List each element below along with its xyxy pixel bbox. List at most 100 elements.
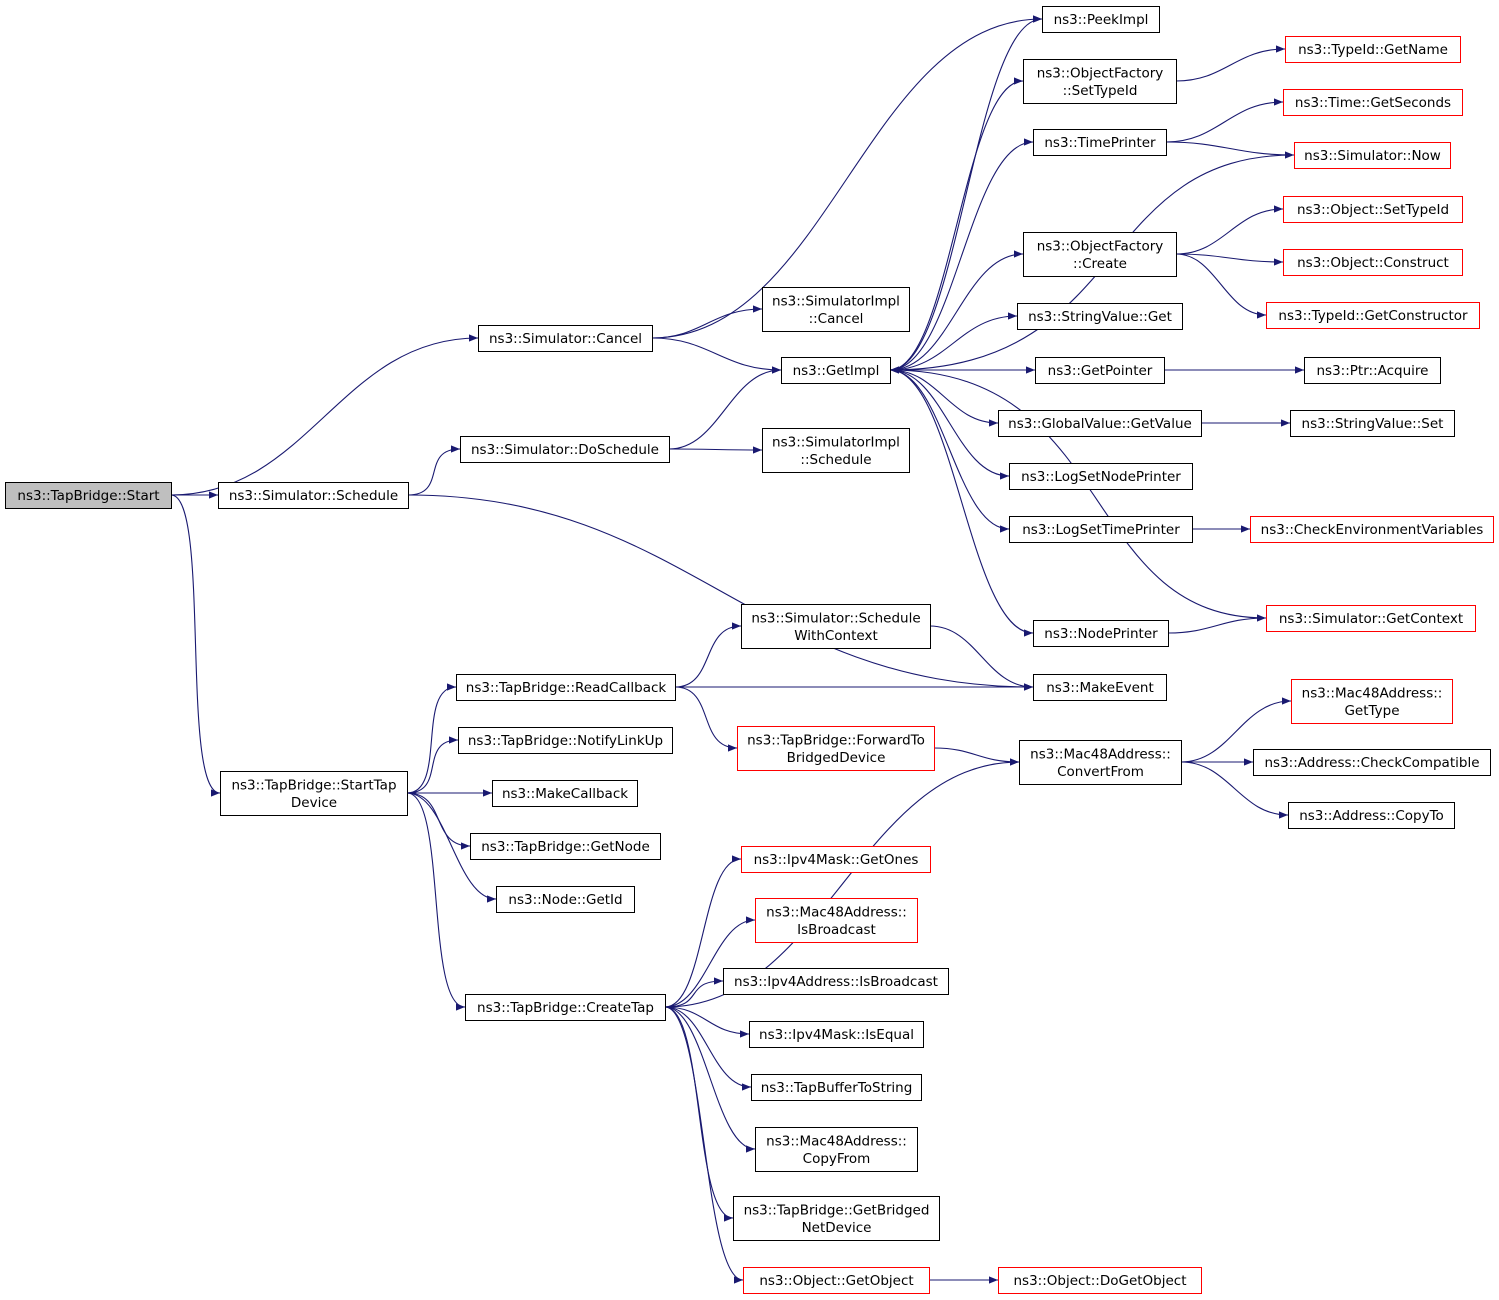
node-ptracquire[interactable]: ns3::Ptr::Acquire [1304,357,1441,384]
node-peekimpl[interactable]: ns3::PeekImpl [1042,6,1160,33]
node-dosched[interactable]: ns3::Simulator::DoSchedule [460,436,670,463]
edge-line [889,77,1024,371]
node-copyfrom[interactable]: ns3::Mac48Address::CopyFrom [755,1127,918,1172]
edge-line [889,312,1018,371]
edge-line [664,1006,756,1153]
node-box [1283,249,1463,276]
edge-line [889,369,1010,480]
node-gvget[interactable]: ns3::GlobalValue::GetValue [998,410,1202,437]
node-makecb[interactable]: ns3::MakeCallback [492,780,638,807]
node-readcb[interactable]: ns3::TapBridge::ReadCallback [456,674,676,701]
node-objconstruct[interactable]: ns3::Object::Construct [1283,249,1463,276]
node-box [751,1074,922,1101]
node-ipv4bcast[interactable]: ns3::Ipv4Address::IsBroadcast [723,968,949,995]
node-typegetctor[interactable]: ns3::TypeId::GetConstructor [1266,302,1480,329]
edge-line [406,792,466,1011]
node-typegetname[interactable]: ns3::TypeId::GetName [1285,36,1461,63]
node-getptr[interactable]: ns3::GetPointer [1035,357,1165,384]
edge-getimpl-to-lognode [889,369,1010,480]
node-box [1288,802,1455,829]
node-svget[interactable]: ns3::StringValue::Get [1017,303,1183,330]
node-label: ns3::MakeEvent [1046,680,1154,696]
edge-line [1175,253,1267,319]
node-box [456,674,676,701]
node-box [1033,129,1167,156]
node-simimplsched[interactable]: ns3::SimulatorImpl::Schedule [762,428,910,473]
node-box [1023,59,1177,104]
node-dogetobject[interactable]: ns3::Object::DoGetObject [998,1267,1202,1294]
edge-getimpl-to-ofsettype [889,77,1024,371]
node-label: ns3::Simulator::DoSchedule [471,442,659,458]
node-label: ns3::StringValue::Get [1028,309,1172,325]
node-getnode[interactable]: ns3::TapBridge::GetNode [470,833,661,860]
node-getid[interactable]: ns3::Node::GetId [496,886,635,913]
node-sched[interactable]: ns3::Simulator::Schedule [218,482,409,509]
node-label: ns3::TapBridge::CreateTap [477,1000,654,1016]
node-start[interactable]: ns3::TapBridge::Start [5,482,172,509]
node-cancel[interactable]: ns3::Simulator::Cancel [478,325,653,352]
edge-dosched-to-getimpl [668,366,782,450]
edge-line [889,366,1267,619]
node-nodeprinter[interactable]: ns3::NodePrinter [1033,620,1169,647]
node-label: ns3::StringValue::Set [1302,416,1444,432]
node-getimpl[interactable]: ns3::GetImpl [781,357,891,384]
node-timeprinter[interactable]: ns3::TimePrinter [1033,129,1167,156]
node-label: ns3::TapBufferToString [761,1080,913,1096]
node-isequal[interactable]: ns3::Ipv4Mask::IsEqual [749,1021,924,1048]
node-box [1042,6,1160,33]
node-label: ns3::Node::GetId [508,892,622,908]
node-box [749,1021,924,1048]
node-notify[interactable]: ns3::TapBridge::NotifyLinkUp [458,727,673,754]
node-ofsettype[interactable]: ns3::ObjectFactory::SetTypeId [1023,59,1177,104]
node-box [723,968,949,995]
node-simnow[interactable]: ns3::Simulator::Now [1294,142,1451,169]
node-createtap[interactable]: ns3::TapBridge::CreateTap [465,994,666,1021]
node-box [998,1267,1202,1294]
node-timegetsec[interactable]: ns3::Time::GetSeconds [1283,89,1463,116]
node-makeevent[interactable]: ns3::MakeEvent [1033,674,1167,701]
node-tapbuf[interactable]: ns3::TapBufferToString [751,1074,922,1101]
node-checkenv[interactable]: ns3::CheckEnvironmentVariables [1250,516,1494,543]
node-label: ns3::ObjectFactory [1037,238,1164,254]
node-addrcheck[interactable]: ns3::Address::CheckCompatible [1253,749,1491,776]
node-simimplcancel[interactable]: ns3::SimulatorImpl::Cancel [762,287,910,332]
node-logtime[interactable]: ns3::LogSetTimePrinter [1009,516,1193,543]
node-simgetctx[interactable]: ns3::Simulator::GetContext [1266,605,1476,632]
edge-readcb-to-forward [674,686,738,752]
edge-line [1175,205,1284,255]
node-label: ns3::Object::Construct [1297,255,1449,271]
node-label: ns3::Ipv4Mask::IsEqual [759,1027,914,1043]
node-objsettype[interactable]: ns3::Object::SetTypeId [1283,196,1463,223]
node-macgettype[interactable]: ns3::Mac48Address::GetType [1291,679,1453,724]
node-svset[interactable]: ns3::StringValue::Set [1290,410,1455,437]
edge-line [889,369,999,427]
node-label: IsBroadcast [797,922,876,938]
edge-line [664,855,742,1008]
node-label: ns3::Object::GetObject [759,1273,913,1289]
node-box [1283,196,1463,223]
node-label: ns3::GlobalValue::GetValue [1008,416,1192,432]
node-convfrom[interactable]: ns3::Mac48Address::ConvertFrom [1019,740,1182,785]
node-label: ns3::LogSetNodePrinter [1021,469,1181,485]
node-addrcopyto[interactable]: ns3::Address::CopyTo [1288,802,1455,829]
node-box [492,780,638,807]
node-macbcast[interactable]: ns3::Mac48Address::IsBroadcast [755,898,918,943]
node-label: ns3::Ipv4Mask::GetOnes [754,852,919,868]
edge-starttap-to-createtap [406,792,466,1011]
edge-line [651,337,782,374]
node-lognode[interactable]: ns3::LogSetNodePrinter [1009,463,1193,490]
node-getobject[interactable]: ns3::Object::GetObject [743,1267,930,1294]
node-label: ns3::Simulator::Now [1304,148,1441,164]
node-label: ns3::Mac48Address:: [1030,746,1171,762]
edge-readcb-to-schedctx [674,622,742,688]
edge-line [664,1006,752,1091]
node-ofcreate[interactable]: ns3::ObjectFactory::Create [1023,232,1177,277]
node-label: ns3::Object::DoGetObject [1013,1273,1186,1289]
node-getones[interactable]: ns3::Ipv4Mask::GetOnes [741,846,931,873]
node-label: ::Cancel [809,311,864,327]
edge-line [1175,45,1286,82]
